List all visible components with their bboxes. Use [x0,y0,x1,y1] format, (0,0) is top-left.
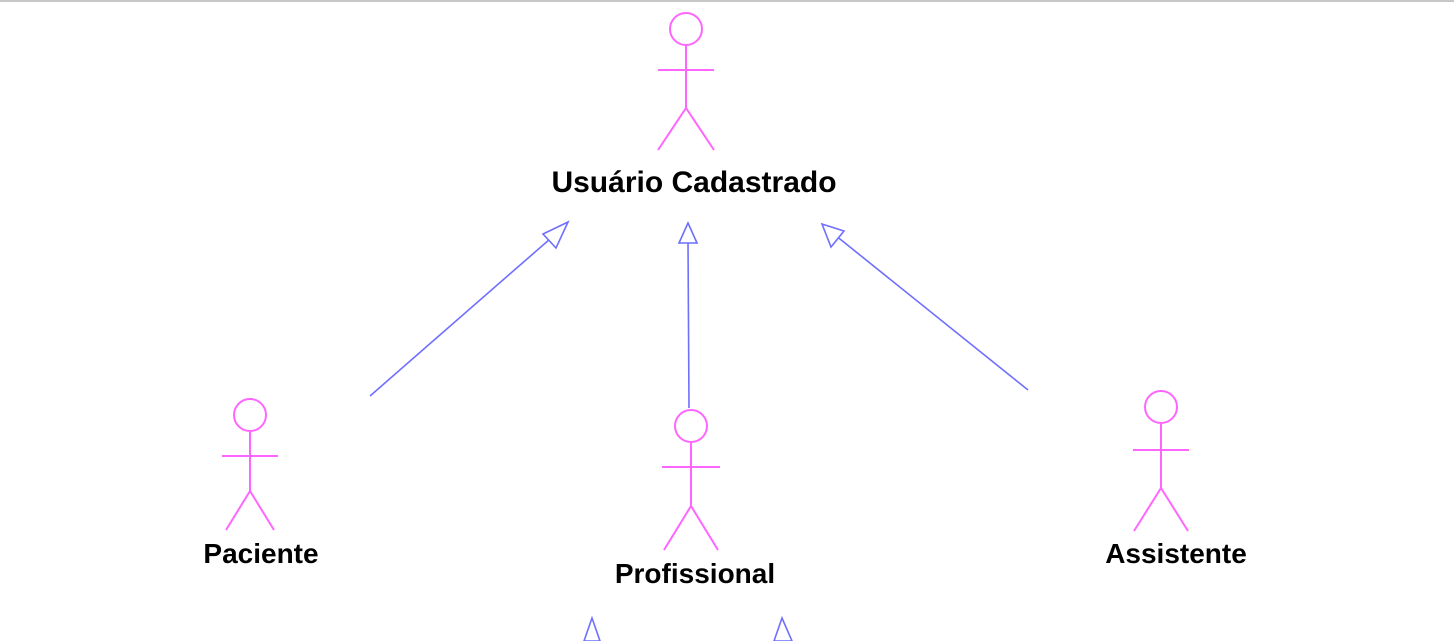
actor-label-paciente: Paciente [203,538,318,569]
actor-paciente[interactable]: Paciente [203,398,319,569]
actor-usuario-cadastrado[interactable]: Usuário Cadastrado [551,12,837,199]
generalization-paciente-to-usuario[interactable] [369,220,570,397]
generalization-assistente-to-usuario[interactable] [820,222,1029,391]
offscreen-arrowhead-right [773,615,793,641]
actor-profissional[interactable]: Profissional [615,409,775,589]
actor-label-profissional: Profissional [615,558,775,589]
actor-label-assistente: Assistente [1105,538,1247,569]
top-border [0,0,1454,2]
stick-figure-icon [662,409,720,551]
actor-label-usuario-cadastrado: Usuário Cadastrado [551,166,836,199]
offscreen-arrowhead-left [583,615,601,641]
actor-assistente[interactable]: Assistente [1105,390,1247,569]
stick-figure-icon [1133,390,1189,532]
stick-figure-icon [657,12,715,151]
stick-figure-icon [222,398,278,531]
generalization-profissional-to-usuario[interactable] [677,221,699,409]
